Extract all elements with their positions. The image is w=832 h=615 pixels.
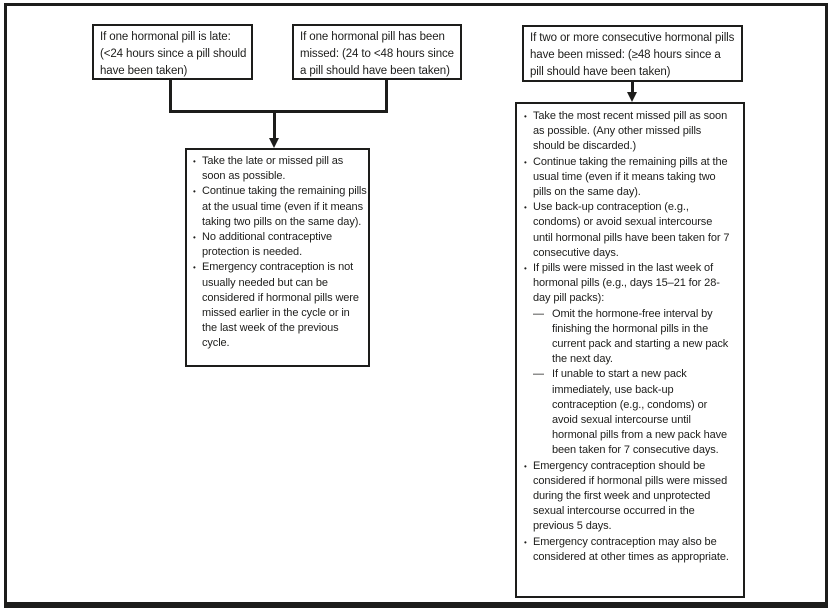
list-item-text: If unable to start a new pack immediatel… <box>552 368 728 457</box>
connector-merge-bar <box>169 110 388 113</box>
condition-box-one-missed: If one hormonal pill has been missed: (2… <box>292 24 462 80</box>
list-item: • Take the most recent missed pill as soo… <box>523 109 733 155</box>
list-item-text: Continue taking the remaining pills at t… <box>533 155 728 199</box>
list-item-text: Emergency contraception should be consid… <box>533 459 728 533</box>
sub-list-item: — If unable to start a new pack immediate… <box>523 367 733 458</box>
list-item: • Continue taking the remaining pills at … <box>523 155 733 201</box>
dash-marker: — <box>533 307 544 320</box>
list-item: • Emergency contraception may also be con… <box>523 535 733 565</box>
bullet-marker: • <box>524 264 527 274</box>
list-item: • Continue taking the remaining pills at … <box>192 184 367 230</box>
list-item: • Take the late or missed pill as soon as… <box>192 154 367 184</box>
bullet-marker: • <box>524 157 527 167</box>
outer-border <box>4 3 828 608</box>
list-item-text: Emergency contraception is not usually n… <box>202 261 359 350</box>
list-item-text: Omit the hormone-free interval by finish… <box>552 307 729 366</box>
bullet-marker: • <box>193 263 196 273</box>
condition-box-two-missed: If two or more consecutive hormonal pill… <box>522 25 743 82</box>
list-item: • If pills were missed in the last week o… <box>523 261 733 307</box>
bullet-marker: • <box>524 203 527 213</box>
condition-two-missed-text: If two or more consecutive hormonal pill… <box>530 32 735 78</box>
condition-box-late-pill: If one hormonal pill is late: (<24 hours… <box>92 24 253 80</box>
arrow-down-icon <box>269 138 279 148</box>
list-item: • No additional contraceptive protection … <box>192 230 367 260</box>
bullet-marker: • <box>524 461 527 471</box>
list-item-text: Continue taking the remaining pills at t… <box>202 185 367 228</box>
condition-late-text: If one hormonal pill is late: (<24 hours… <box>100 31 247 77</box>
connector-line-to-late-actions <box>273 112 276 139</box>
list-item: • Emergency contraception should be consi… <box>523 459 733 535</box>
bullet-marker: • <box>524 537 527 547</box>
bullet-marker: • <box>193 157 196 166</box>
list-item-text: Use back-up contraception (e.g., condoms… <box>533 201 730 259</box>
connector-line-from-late-box <box>169 79 172 113</box>
bullet-marker: • <box>193 187 196 197</box>
bullet-marker: • <box>524 112 527 121</box>
connector-line-from-one-missed-box <box>385 79 388 113</box>
list-item-text: Take the late or missed pill as soon as … <box>202 155 344 183</box>
list-item-text: Emergency contraception may also be cons… <box>533 535 729 563</box>
list-item: • Emergency contraception is not usually … <box>192 260 367 351</box>
condition-one-missed-text: If one hormonal pill has been missed: (2… <box>300 31 454 77</box>
list-item-text: No additional contraceptive protection i… <box>202 231 332 259</box>
list-item-text: Take the most recent missed pill as soon… <box>533 110 728 153</box>
sub-list-item: — Omit the hormone-free interval by finis… <box>523 307 733 368</box>
dash-marker: — <box>533 368 544 381</box>
actions-box-late-or-one-missed: • Take the late or missed pill as soon as… <box>185 148 370 367</box>
actions-box-two-or-more-missed: • Take the most recent missed pill as soo… <box>515 102 745 598</box>
list-item: • Use back-up contraception (e.g., condom… <box>523 200 733 261</box>
bullet-marker: • <box>193 233 196 243</box>
connector-line-from-two-missed-box <box>631 82 634 94</box>
arrow-down-icon <box>627 92 637 102</box>
list-item-text: If pills were missed in the last week of… <box>533 262 720 305</box>
